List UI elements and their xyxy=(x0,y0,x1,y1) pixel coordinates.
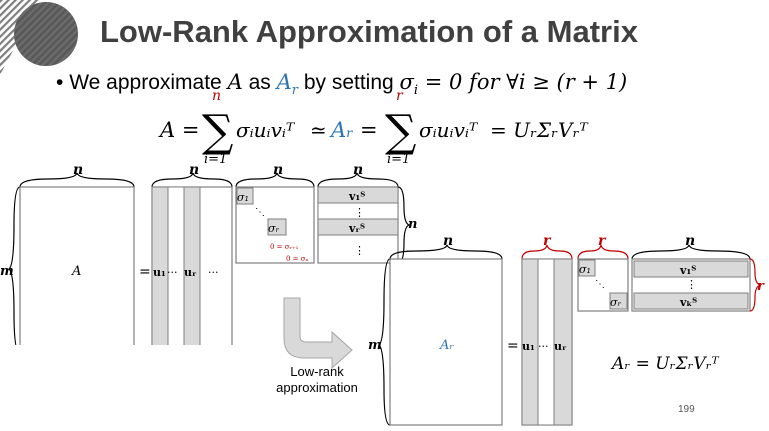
brace-A-label: n xyxy=(73,165,83,178)
VT-v1: v₁ᵀ xyxy=(348,190,365,203)
VT-vdots1: ⋮ xyxy=(354,206,365,219)
sigma-r1-cell xyxy=(578,259,596,277)
low-rank-arrow xyxy=(283,297,353,370)
eq-Ar: Aᵣ xyxy=(329,118,353,142)
brace-m-bottom-label: m xyxy=(368,338,382,353)
sigma-rr: σᵣ xyxy=(610,296,622,309)
Ur-ur: uᵣ xyxy=(554,340,567,353)
eq-term2: σᵢuᵢvᵢᵀ xyxy=(419,118,479,142)
brace-m-bottom xyxy=(378,258,391,426)
brace-V-side xyxy=(397,186,411,264)
U-dots: ··· xyxy=(167,266,178,279)
slide-title: Low-Rank Approximation of a Matrix xyxy=(100,14,638,49)
bullet-Ar: Ar xyxy=(276,70,298,99)
sigma-diag-dots: ⋱ xyxy=(255,207,265,218)
full-svd-diagram: n n n n m A = u₁ ··· uᵣ ··· σ₁ ⋱ σᵣ 0 = … xyxy=(0,165,417,345)
eq-equals: = xyxy=(360,118,378,142)
bullet-line: • We approximate A as Ar by setting σi =… xyxy=(56,70,627,98)
brace-Ur-label: r xyxy=(543,233,552,249)
brace-VrT-side xyxy=(749,258,762,312)
brace-S-label: n xyxy=(273,165,283,178)
brace-Vr-label: n xyxy=(685,233,695,249)
arrow-label: Low-rank approximation xyxy=(262,364,372,396)
Ur-dots: ··· xyxy=(538,340,549,353)
eq-approx: ≃ xyxy=(310,118,327,142)
Ur-col-r xyxy=(553,258,573,426)
VrT-row-k xyxy=(633,292,749,310)
bullet-condition: σi = 0 for ∀i ≥ (r + 1) xyxy=(399,70,628,99)
brace-V xyxy=(317,172,399,188)
eq-lhs: A = xyxy=(158,118,199,142)
truncated-svd-diagram: n r r n m Aᵣ = u₁ ··· uᵣ σ₁ ⋱ σᵣ v₁ᵀ ⋮ xyxy=(368,233,765,426)
eq-sign-top: = xyxy=(139,264,151,280)
brace-Ar xyxy=(389,244,503,260)
main-equation: A = n ∑ i=1 σᵢuᵢvᵢᵀ ≃ Aᵣ = r ∑ i=1 σᵢuᵢv… xyxy=(158,88,589,167)
logo-stripes xyxy=(0,0,78,75)
page-number: 199 xyxy=(678,404,695,415)
VT-vr: vᵣᵀ xyxy=(348,222,365,235)
U-ur: uᵣ xyxy=(184,266,197,279)
matrix-Ar-label: Aᵣ xyxy=(439,338,454,353)
arrow-label-line1: Low-rank xyxy=(290,364,344,379)
eq-rhs: = UᵣΣᵣVᵣᵀ xyxy=(490,118,589,142)
sigma-r-cell xyxy=(267,218,287,236)
brace-V-label: n xyxy=(353,165,363,178)
Ar-formula: Aᵣ = UᵣΣᵣVᵣᵀ xyxy=(610,354,720,374)
U-more: ··· xyxy=(208,266,219,279)
brace-S xyxy=(235,172,315,188)
Ur-u1: u₁ xyxy=(522,340,535,353)
sum1-top: n xyxy=(212,88,221,104)
brace-A xyxy=(19,172,135,188)
eq-term1: σᵢuᵢvᵢᵀ xyxy=(236,118,296,142)
sigma-r: σᵣ xyxy=(268,222,280,235)
brace-Ur xyxy=(521,244,573,260)
VrT-row-1 xyxy=(633,260,749,278)
sum2-sigma: ∑ xyxy=(385,106,416,157)
brace-Ar-label: n xyxy=(443,233,453,249)
zero-n: 0 = σₙ xyxy=(286,255,309,263)
brace-Vr xyxy=(631,244,751,260)
bullet-by: by setting xyxy=(297,71,400,94)
sum1-bottom: i=1 xyxy=(204,152,227,167)
sigma-r1: σ₁ xyxy=(579,263,591,276)
VrT-vdots: ⋮ xyxy=(686,278,697,291)
sum2-top: r xyxy=(396,88,404,104)
VT-vdots2: ⋮ xyxy=(354,244,365,257)
VT-row-r xyxy=(317,218,399,236)
brace-m xyxy=(8,186,21,345)
sigma-1: σ₁ xyxy=(237,191,249,204)
VrT-v1: v₁ᵀ xyxy=(679,264,696,277)
bullet-as: as xyxy=(242,71,277,94)
brace-Sr xyxy=(577,244,629,260)
eq-sign-bottom: = xyxy=(507,338,519,354)
bullet-A: A xyxy=(227,70,243,94)
matrix-Ar xyxy=(389,258,503,426)
arrow-label-line2: approximation xyxy=(276,380,358,395)
sum1-sigma: ∑ xyxy=(202,106,233,157)
sigma-rr-cell xyxy=(609,292,628,310)
brace-Sr-label: r xyxy=(598,233,607,249)
zero-r1: 0 = σᵣ₊₁ xyxy=(270,243,299,251)
U-col-r xyxy=(183,186,201,345)
U-u1: u₁ xyxy=(153,266,166,279)
sigma-r-diag: ⋱ xyxy=(595,279,605,290)
brace-m-label: m xyxy=(0,264,14,279)
brace-U xyxy=(151,172,233,188)
brace-V-side-label: n xyxy=(408,217,417,232)
bullet-dot: • xyxy=(56,71,64,94)
brace-VrT-side-label: r xyxy=(757,279,765,294)
sigma-1-cell xyxy=(236,187,254,205)
brace-U-label: n xyxy=(189,165,199,178)
bullet-prefix: We approximate xyxy=(69,71,228,94)
matrix-A-label: A xyxy=(71,264,81,279)
VrT-vk: vₖᵀ xyxy=(679,296,697,309)
matrix-A xyxy=(19,186,135,345)
sum2-bottom: i=1 xyxy=(387,152,410,167)
